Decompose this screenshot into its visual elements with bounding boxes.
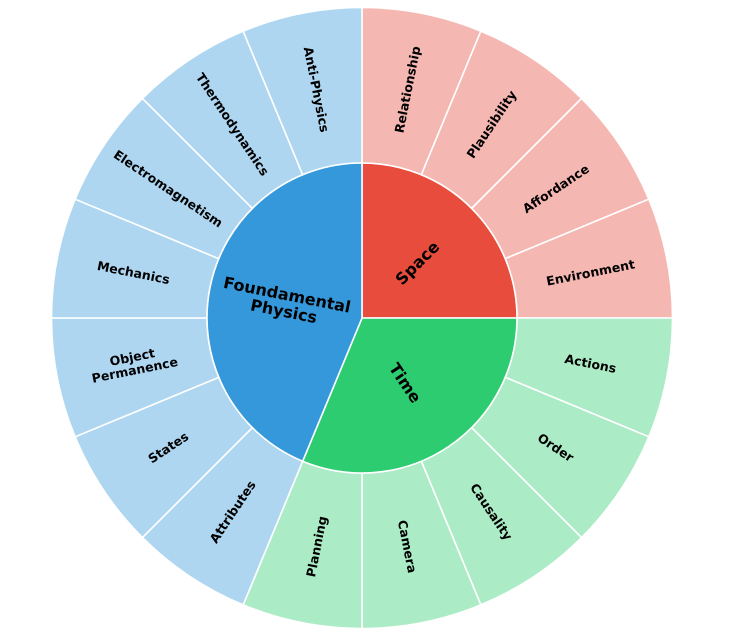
- inner-wedge-time[interactable]: [301, 317, 518, 474]
- outer-ring: [50, 6, 674, 630]
- inner-wedge-space[interactable]: [361, 162, 518, 319]
- inner-wedge-foundamental-physics[interactable]: [206, 162, 363, 463]
- inner-ring: [206, 162, 518, 474]
